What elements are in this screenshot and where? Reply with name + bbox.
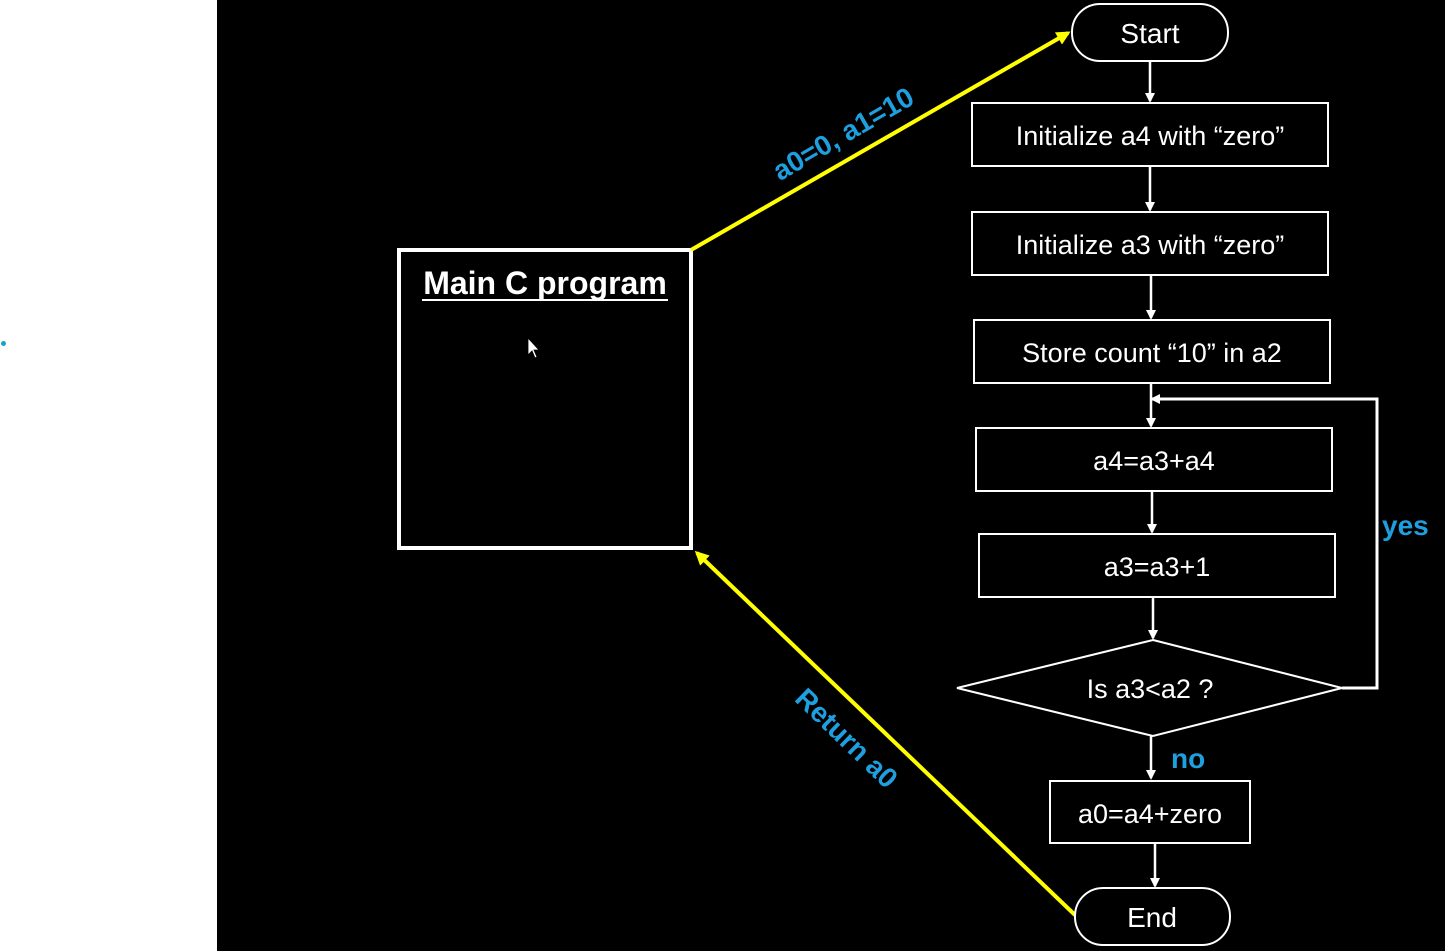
process-label-store-count: Store count “10” in a2 bbox=[1022, 338, 1282, 368]
yes-loop-arrow bbox=[1150, 394, 1379, 690]
decision-diamond: Is a3<a2 ? bbox=[956, 638, 1343, 738]
process-label-increment-a3: a3=a3+1 bbox=[1104, 552, 1211, 582]
mouse-pointer-icon bbox=[527, 336, 540, 359]
main-program-title: Main C program bbox=[423, 265, 667, 301]
flowchart: Main C program a0=0, a1=10 Return a0 Sta… bbox=[397, 3, 1429, 946]
decision-label: Is a3<a2 ? bbox=[1087, 674, 1214, 704]
yes-label: yes bbox=[1382, 510, 1429, 541]
process-box-init-a4: Initialize a4 with “zero” bbox=[971, 102, 1329, 167]
process-box-store-count: Store count “10” in a2 bbox=[973, 319, 1331, 384]
call-arrow bbox=[690, 31, 1071, 252]
end-label: End bbox=[1127, 902, 1177, 933]
process-label-init-a4: Initialize a4 with “zero” bbox=[1016, 121, 1285, 151]
no-label: no bbox=[1171, 743, 1205, 774]
slide-marker-dot bbox=[1, 341, 6, 346]
process-box-set-a0: a0=a4+zero bbox=[1049, 780, 1251, 844]
process-label-add-a4: a4=a3+a4 bbox=[1093, 446, 1215, 476]
process-label-set-a0: a0=a4+zero bbox=[1078, 799, 1222, 829]
process-label-init-a3: Initialize a3 with “zero” bbox=[1016, 230, 1285, 260]
process-box-increment-a3: a3=a3+1 bbox=[978, 533, 1336, 598]
start-label: Start bbox=[1120, 18, 1179, 49]
process-box-add-a4: a4=a3+a4 bbox=[975, 427, 1333, 492]
start-terminal: Start bbox=[1071, 3, 1229, 62]
main-program-box: Main C program bbox=[397, 248, 693, 550]
slide-canvas: Main C program a0=0, a1=10 Return a0 Sta… bbox=[217, 0, 1445, 951]
return-arrow bbox=[694, 550, 1077, 917]
process-box-init-a3: Initialize a3 with “zero” bbox=[971, 211, 1329, 276]
end-terminal: End bbox=[1074, 887, 1231, 946]
